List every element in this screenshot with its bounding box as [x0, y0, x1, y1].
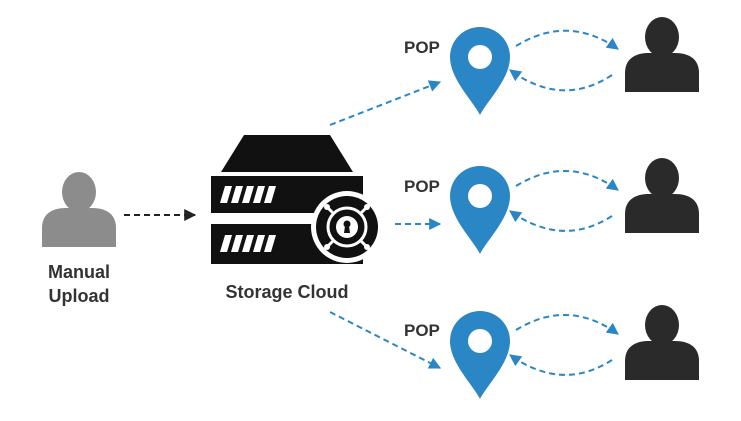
map-pin-icon: [450, 27, 510, 115]
manual-upload-label-line2: Upload: [49, 286, 110, 306]
arrow-user-to-pop-1: [509, 69, 613, 92]
manual-upload-label-line1: Manual: [48, 262, 110, 282]
map-pin-icon: [450, 166, 510, 254]
arrow-user-to-pop-2: [509, 210, 613, 232]
end-user-icon: [625, 17, 699, 92]
pop-label-3: POP: [404, 321, 440, 340]
arrow-pop-to-user-1: [515, 29, 619, 50]
storage-cloud-label: Storage Cloud: [225, 282, 348, 302]
arrow-user-to-pop-3: [509, 354, 613, 376]
end-user-icon: [625, 305, 699, 380]
end-user-icon: [625, 158, 699, 233]
arrow-pop-to-user-3: [515, 313, 619, 335]
arrow-pop-to-user-2: [515, 169, 619, 191]
vault-lock-icon: [311, 191, 383, 263]
flow-arrow-to-pop-3: [329, 311, 442, 369]
flow-arrow-to-pop-1: [329, 80, 442, 126]
pop-label-2: POP: [404, 177, 440, 196]
upload-user-icon: [42, 172, 116, 247]
pop-label-1: POP: [404, 38, 440, 57]
map-pin-icon: [450, 311, 510, 399]
